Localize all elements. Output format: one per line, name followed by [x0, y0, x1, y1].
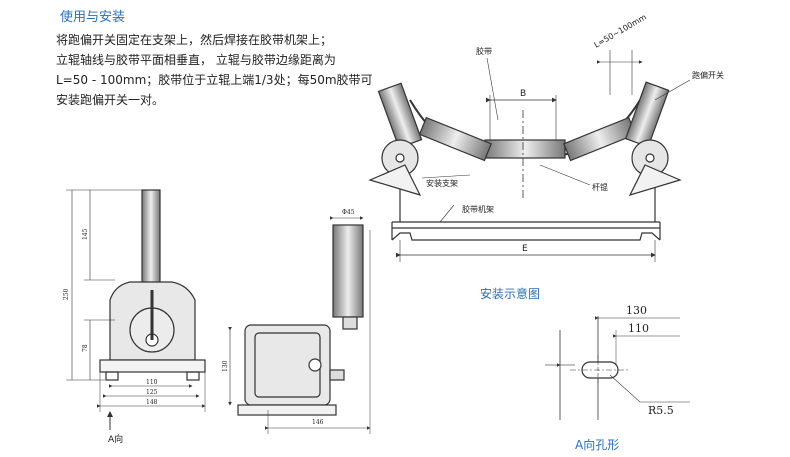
dim-upper-height: 145	[82, 228, 89, 240]
center-idler	[484, 139, 566, 159]
front-roller	[141, 189, 161, 291]
label-beam: 杆锟	[592, 182, 608, 192]
side-base	[237, 404, 337, 416]
left-switch	[377, 82, 423, 149]
front-base	[99, 359, 206, 373]
side-roller	[332, 224, 364, 318]
install-diagram	[368, 50, 691, 262]
dim-total-width: 148	[146, 399, 158, 406]
dim-side-width: 146	[312, 419, 324, 426]
install-caption: 安装示意图	[480, 287, 541, 301]
dim-lower-height: 78	[82, 344, 89, 352]
side-view	[228, 216, 371, 434]
dim-mid-width: 125	[146, 389, 158, 396]
label-conveyor-frame: 胶带机架	[462, 204, 494, 214]
description-line: 安装跑偏开关一对。	[56, 93, 165, 107]
description-line: L=50 - 100mm；胶带位于立辊上端1/3处；每50m胶带可	[56, 73, 373, 87]
label-bracket: 安装支架	[426, 178, 458, 188]
dim-hole-outer: 130	[626, 304, 647, 317]
section-title: 使用与安装	[60, 10, 126, 25]
label-dim-e: E	[522, 244, 528, 254]
dim-hole-radius: R5.5	[648, 404, 674, 417]
description-line: 立辊轴线与胶带平面相垂直， 立辊与胶带边缘距离为	[56, 53, 336, 67]
label-belt: 胶带	[476, 46, 492, 56]
dim-inner-width: 110	[146, 379, 158, 386]
hole-view-dims: 130 110 R5.5	[626, 304, 674, 417]
dim-side-height: 130	[222, 360, 229, 372]
right-wing-idler	[563, 116, 637, 162]
front-view-dims: 250 145 78 110 125 148	[63, 228, 158, 406]
description: 将跑偏开关固定在支架上，然后焊接在胶带机架上； 立辊轴线与胶带平面相垂直， 立辊…	[56, 30, 396, 110]
install-labels: 胶带 L=50~100mm 跑偏开关 安装支架 胶带机架 杆锟 B E	[426, 12, 724, 254]
hole-caption: A向孔形	[575, 438, 620, 452]
label-switch: 跑偏开关	[692, 70, 724, 80]
description-line: 将跑偏开关固定在支架上，然后焊接在胶带机架上；	[56, 33, 333, 47]
dim-total-height: 250	[63, 288, 70, 300]
label-dim-b: B	[520, 89, 526, 99]
left-wing-idler	[418, 116, 492, 162]
hole-view	[545, 316, 690, 420]
front-view	[66, 189, 206, 430]
dim-hole-inner: 110	[628, 322, 649, 335]
direction-label: A向	[108, 433, 123, 445]
side-view-dims: Φ45 130 146	[222, 209, 355, 426]
label-distance: L=50~100mm	[593, 12, 649, 49]
dim-diameter: Φ45	[342, 209, 355, 216]
frame-channel	[391, 232, 661, 241]
